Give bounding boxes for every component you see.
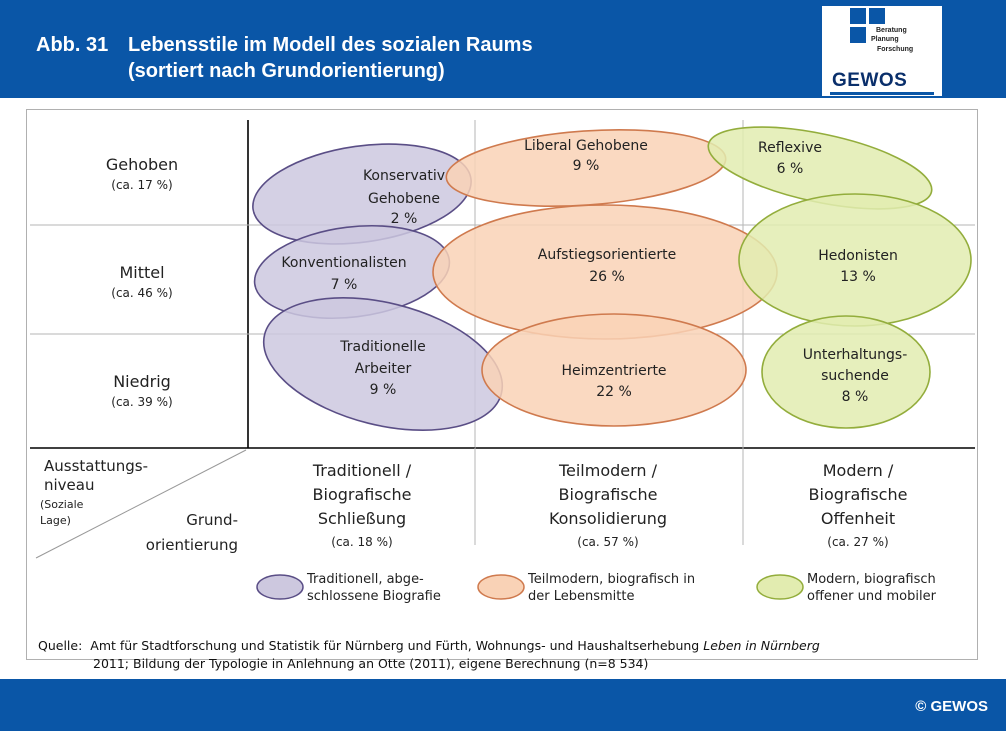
row-share-gehoben: (ca. 17 %) bbox=[111, 178, 172, 192]
column-label-2: Biografische bbox=[559, 485, 658, 504]
x-axis-title: orientierung bbox=[146, 536, 238, 554]
row-label-mittel: Mittel bbox=[119, 263, 164, 282]
logo-underline bbox=[830, 92, 934, 95]
source-label: Quelle: bbox=[38, 638, 83, 653]
column-label-3: Offenheit bbox=[821, 509, 895, 528]
source-line-1: Quelle: Amt für Stadtforschung und Stati… bbox=[38, 638, 820, 653]
share-label-reflexive: 6 % bbox=[777, 161, 804, 177]
group-label-liberal-gehobene: Liberal Gehobene bbox=[524, 138, 648, 154]
figure-subtitle: (sortiert nach Grundorientierung) bbox=[128, 60, 445, 82]
share-label-konventionalisten: 7 % bbox=[331, 277, 358, 293]
column-label-1: Schließung bbox=[318, 509, 406, 528]
column-label-2: Teilmodern / bbox=[558, 461, 658, 480]
group-label-unterhaltungssuchende: Unterhaltungs- bbox=[803, 347, 908, 363]
group-label-konservativ-gehobene: Konservativ bbox=[363, 168, 445, 184]
ellipse-unterhaltungssuchende bbox=[761, 315, 931, 429]
row-label-niedrig: Niedrig bbox=[113, 372, 171, 391]
logo-brand: GEWOS bbox=[832, 70, 908, 91]
group-label-hedonisten: Hedonisten bbox=[818, 248, 898, 264]
share-label-konservativ-gehobene: 2 % bbox=[391, 211, 418, 227]
logo-square bbox=[850, 27, 866, 43]
gewos-logo: Beratung Planung Forschung GEWOS bbox=[822, 6, 942, 96]
column-label-3: Biografische bbox=[809, 485, 908, 504]
source-text: Amt für Stadtforschung und Statistik für… bbox=[90, 638, 700, 653]
group-label-aufstiegsorientierte: Aufstiegsorientierte bbox=[538, 247, 676, 263]
share-label-aufstiegsorientierte: 26 % bbox=[589, 269, 625, 285]
legend-label-purple: schlossene Biografie bbox=[307, 589, 441, 604]
group-label-heimzentrierte: Heimzentrierte bbox=[561, 363, 666, 379]
legend-label-purple: Traditionell, abge- bbox=[306, 572, 424, 587]
group-label-unterhaltungssuchende: suchende bbox=[821, 368, 889, 384]
copyright: © GEWOS bbox=[915, 698, 988, 715]
share-label-traditionelle-arbeiter: 9 % bbox=[370, 382, 397, 398]
corner-diagonal bbox=[35, 449, 247, 559]
share-label-unterhaltungssuchende: 8 % bbox=[842, 389, 869, 405]
logo-tagline: Forschung bbox=[877, 46, 914, 53]
legend-swatch-purple bbox=[256, 574, 304, 600]
column-label-3: Modern / bbox=[823, 461, 894, 480]
legend-swatch-green bbox=[756, 574, 804, 600]
y-axis-subtitle: (Soziale bbox=[40, 498, 84, 511]
group-label-traditionelle-arbeiter: Traditionelle bbox=[339, 339, 425, 355]
logo-square bbox=[869, 8, 885, 24]
group-label-traditionelle-arbeiter: Arbeiter bbox=[355, 361, 412, 377]
logo-tagline: Beratung bbox=[876, 27, 907, 34]
legend-label-green: offener und mobiler bbox=[807, 589, 937, 604]
source-line-2: 2011; Bildung der Typologie in Anlehnung… bbox=[93, 656, 649, 671]
figure-number: Abb. 31 bbox=[36, 34, 109, 56]
y-axis-title: Ausstattungs- bbox=[44, 457, 148, 475]
row-share-mittel: (ca. 46 %) bbox=[111, 286, 172, 300]
source-italic: Leben in Nürnberg bbox=[703, 638, 820, 653]
group-label-konservativ-gehobene: Gehobene bbox=[368, 191, 440, 207]
figure-title: Lebensstile im Modell des sozialen Raums bbox=[128, 34, 533, 56]
y-axis-subtitle: Lage) bbox=[40, 514, 71, 527]
row-label-gehoben: Gehoben bbox=[106, 155, 178, 174]
figure-frame bbox=[26, 109, 978, 660]
column-share-3: (ca. 27 %) bbox=[827, 535, 888, 549]
legend-label-orange: der Lebensmitte bbox=[528, 589, 634, 604]
legend-label-green: Modern, biografisch bbox=[807, 572, 936, 587]
column-share-1: (ca. 18 %) bbox=[331, 535, 392, 549]
column-label-1: Traditionell / bbox=[312, 461, 412, 480]
lifestyle-ellipses bbox=[252, 126, 972, 600]
column-label-1: Biografische bbox=[313, 485, 412, 504]
ellipse-heimzentrierte bbox=[481, 313, 747, 427]
column-share-2: (ca. 57 %) bbox=[577, 535, 638, 549]
logo-square bbox=[850, 8, 866, 24]
x-axis-title: Grund- bbox=[186, 511, 238, 529]
share-label-hedonisten: 13 % bbox=[840, 269, 876, 285]
logo-tagline: Planung bbox=[871, 36, 899, 43]
group-label-reflexive: Reflexive bbox=[758, 140, 822, 156]
share-label-heimzentrierte: 22 % bbox=[596, 384, 632, 400]
legend-swatch-orange bbox=[477, 574, 525, 600]
column-label-2: Konsolidierung bbox=[549, 509, 667, 528]
y-axis-title: niveau bbox=[44, 476, 94, 494]
group-label-konventionalisten: Konventionalisten bbox=[281, 255, 406, 271]
footer-bar bbox=[0, 679, 1006, 731]
legend-label-orange: Teilmodern, biografisch in bbox=[527, 572, 695, 587]
share-label-liberal-gehobene: 9 % bbox=[573, 158, 600, 174]
row-share-niedrig: (ca. 39 %) bbox=[111, 395, 172, 409]
